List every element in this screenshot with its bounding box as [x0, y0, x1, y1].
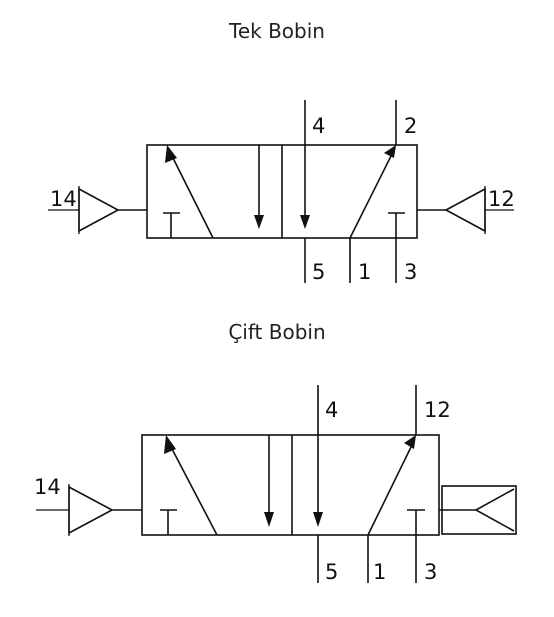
actuator-right-box — [441, 485, 517, 535]
label-5: 5 — [312, 260, 325, 284]
diagonal-flow-arrow — [171, 155, 214, 239]
pilot-left-triangle — [68, 485, 114, 535]
cift-bobin-diagram: Çift Bobin 14 4 12 5 1 — [34, 320, 517, 584]
label-14: 14 — [34, 475, 61, 499]
pilot-left-triangle — [78, 187, 120, 233]
label-1: 1 — [373, 560, 386, 584]
diagonal-flow-arrow — [367, 444, 413, 536]
arrowhead — [165, 145, 177, 163]
label-3: 3 — [404, 260, 417, 284]
tek-bobin-title: Tek Bobin — [228, 19, 325, 43]
valve-body — [141, 434, 440, 536]
label-12: 12 — [424, 398, 451, 422]
label-12: 12 — [488, 187, 515, 211]
arrowhead — [164, 435, 176, 454]
label-1: 1 — [358, 260, 371, 284]
label-4: 4 — [325, 398, 338, 422]
arrowhead — [404, 435, 416, 449]
arrowhead — [254, 215, 264, 229]
diagonal-flow-arrow — [170, 446, 218, 536]
label-14: 14 — [50, 187, 77, 211]
label-5: 5 — [325, 560, 338, 584]
label-2: 2 — [404, 114, 417, 138]
diagonal-flow-arrow — [349, 153, 393, 239]
label-3: 3 — [424, 560, 437, 584]
pilot-right-triangle — [444, 187, 486, 233]
arrowhead — [384, 145, 396, 158]
arrowhead — [264, 512, 274, 527]
arrowhead — [313, 512, 323, 527]
cift-bobin-title: Çift Bobin — [228, 320, 325, 344]
label-4: 4 — [312, 114, 325, 138]
actuator-right-chevron — [474, 488, 515, 532]
arrowhead — [300, 215, 310, 229]
tek-bobin-diagram: Tek Bobin 14 12 4 2 — [48, 19, 515, 284]
